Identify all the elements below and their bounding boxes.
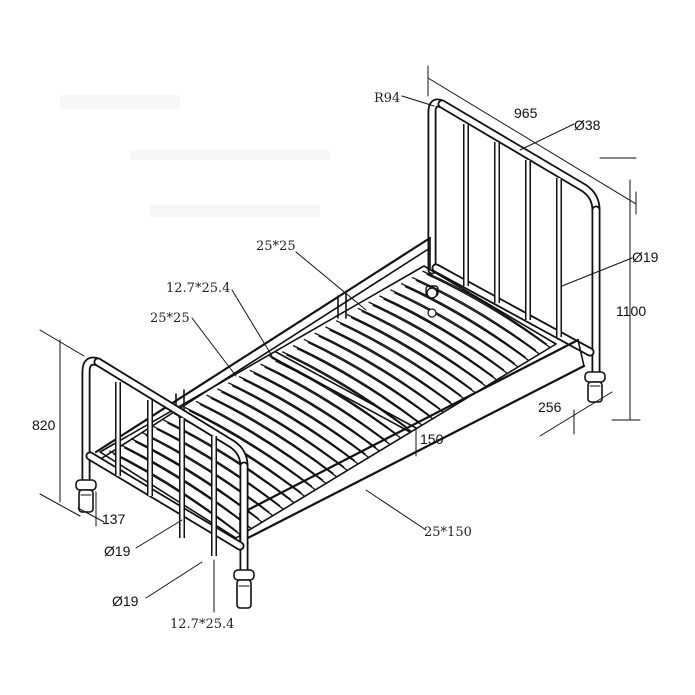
slat: [400, 282, 526, 358]
slat-edge: [113, 453, 241, 536]
slat-edge: [275, 360, 401, 439]
slat-edge: [264, 366, 391, 445]
slat-edge: [404, 285, 529, 361]
slat: [368, 301, 494, 378]
label-footboard-height: 820: [32, 417, 56, 433]
label-footboard-tube-a: Ø19: [104, 543, 131, 559]
headboard-bars: [463, 124, 562, 337]
slat-edge: [253, 372, 380, 452]
slat: [195, 400, 324, 481]
slat: [325, 326, 452, 403]
label-headboard-tube: Ø38: [574, 117, 601, 133]
slat: [238, 375, 366, 455]
slat: [314, 332, 441, 410]
slat: [422, 270, 548, 345]
slat-base: [99, 265, 557, 539]
footboard-right-foot: [233, 569, 255, 609]
dimension-labels: R94 965 Ø38 Ø19 1100 256 820 25*25 12.7*…: [32, 91, 659, 632]
slat-edge: [167, 422, 295, 503]
slat-edge: [231, 385, 359, 465]
slat: [141, 431, 270, 513]
slat-edge: [318, 335, 444, 413]
slat-edge: [296, 347, 423, 426]
label-rail-drop: 150: [420, 431, 444, 447]
label-slat-section: 12.7*25.4: [166, 281, 230, 296]
label-side-rail-top: 25*25: [256, 239, 296, 254]
slat-edge: [426, 273, 551, 348]
near-side-rail: [238, 338, 586, 544]
footboard-bars: [115, 382, 217, 556]
slat: [206, 394, 334, 475]
slat-edge: [415, 279, 540, 355]
far-side-rail: [94, 236, 432, 463]
slat: [379, 295, 505, 371]
slats-group: [109, 270, 551, 536]
slat: [411, 276, 537, 352]
slat-edge: [361, 310, 487, 387]
slat-edge: [123, 447, 252, 529]
slat-edge: [350, 316, 476, 394]
slat-edge: [339, 323, 465, 400]
slat: [109, 450, 238, 533]
label-headboard-bar: Ø19: [632, 249, 659, 265]
label-end-rail: 25*25: [150, 311, 190, 326]
slat-edge: [188, 409, 316, 491]
slat: [389, 289, 516, 365]
label-footboard-tube-b: Ø19: [112, 593, 139, 609]
slat-edge: [393, 292, 519, 368]
dimension-lines: [39, 65, 641, 527]
slat: [260, 363, 388, 442]
slat-edge: [285, 354, 412, 432]
slat-edge: [307, 341, 433, 419]
headboard: [425, 98, 606, 403]
slat-edge: [383, 298, 508, 374]
slat: [281, 351, 409, 429]
slat: [163, 419, 292, 500]
slat: [335, 320, 462, 397]
slat: [357, 307, 484, 384]
label-footboard-slat: 12.7*25.4: [170, 617, 234, 632]
footboard: [75, 356, 255, 609]
label-side-rail: 25*150: [424, 525, 472, 540]
footboard-left-foot: [75, 479, 97, 513]
leader-lines: [135, 95, 633, 613]
slat: [271, 357, 398, 436]
slat: [303, 338, 430, 416]
label-foot-leg-height: 137: [102, 511, 126, 527]
slat: [249, 369, 377, 449]
background-smudges: [60, 95, 330, 217]
slat-edge: [372, 304, 497, 381]
slat-edge: [156, 428, 284, 510]
label-radius: R94: [374, 91, 400, 106]
label-width: 965: [514, 105, 538, 121]
slat-edge: [242, 378, 369, 458]
slat: [227, 382, 356, 462]
slat-edge: [329, 329, 455, 406]
slat: [217, 388, 345, 468]
label-leg-offset: 256: [538, 399, 562, 415]
slat-edge: [221, 391, 348, 471]
slat-edge: [199, 403, 327, 484]
headboard-foot: [584, 371, 606, 403]
slat: [346, 313, 473, 391]
slat-edge: [210, 397, 337, 478]
slat: [292, 344, 420, 423]
label-headboard-height: 1100: [616, 303, 646, 319]
slat: [184, 406, 313, 488]
